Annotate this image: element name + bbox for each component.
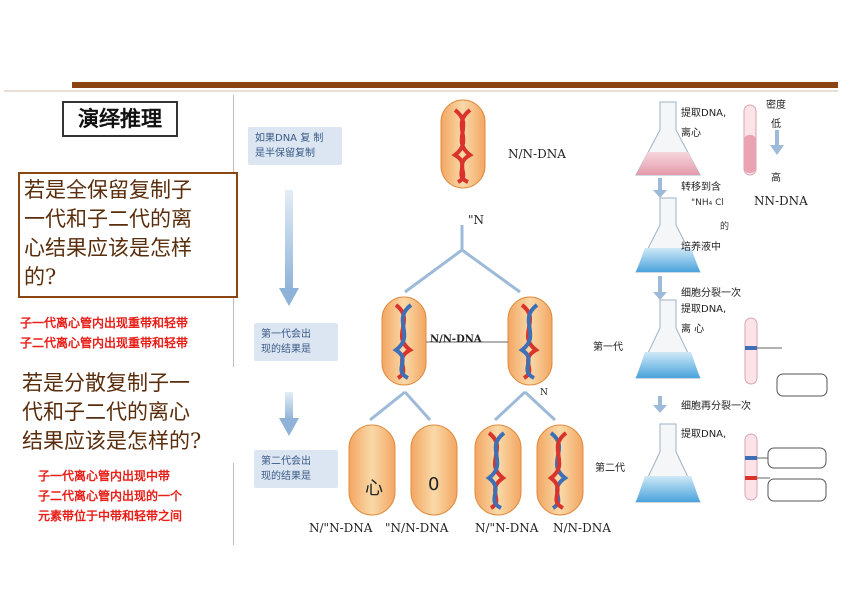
branch-gen1 xyxy=(404,225,521,294)
flow-arrow-1 xyxy=(279,190,299,306)
flask-3 xyxy=(635,299,701,379)
label-extract-2: 提取DNA, 离 心 xyxy=(681,304,727,335)
label-glyph-a: 心 xyxy=(365,478,383,499)
transfer-arrow xyxy=(653,178,667,198)
top-divider-bar xyxy=(72,82,838,88)
gen2-cell-2 xyxy=(410,424,458,516)
label-hybrid-dna: N/N-DNA xyxy=(430,334,482,345)
divide-arrow-2 xyxy=(653,396,667,413)
branch-gen2-left xyxy=(369,390,432,422)
column-divider xyxy=(233,95,234,545)
flask-2 xyxy=(635,197,701,273)
label-glyph-b: 0 xyxy=(428,474,440,495)
label-density: 密度 xyxy=(766,100,786,111)
gen1-cell-left xyxy=(381,296,427,386)
gen1-cell-right xyxy=(507,296,553,386)
label-n14-mid: N xyxy=(540,388,548,398)
label-gen2-tag: 第二代 xyxy=(595,463,625,474)
gen2-cell-3 xyxy=(474,424,522,516)
gen2-cell-4 xyxy=(536,424,584,516)
gen2-answer-box-b[interactable] xyxy=(767,478,827,502)
divide-arrow-1 xyxy=(653,276,667,300)
label-divide-1: 细胞分裂一次 xyxy=(681,288,741,299)
label-low: 低 xyxy=(771,119,781,130)
branch-gen2-right xyxy=(493,390,557,422)
gen2-cell-1 xyxy=(348,424,396,516)
parent-cell xyxy=(440,99,486,189)
tube-1 xyxy=(743,104,757,176)
density-arrow xyxy=(770,130,784,155)
slide-title: 演绎推理 xyxy=(62,101,178,137)
label-high: 高 xyxy=(771,173,781,184)
answer-full-conservative: 子一代离心管内出现重带和轻带 子二代离心管内出现重带和轻带 xyxy=(20,316,189,350)
label-divide-2: 细胞再分裂一次 xyxy=(681,401,751,412)
answer-dispersive: 子一代离心管内出现中带 子二代离心管内出现的一个 元素带位于中带和轻带之间 xyxy=(38,469,183,523)
flow-arrow-2 xyxy=(279,392,299,436)
tube-2 xyxy=(744,317,758,385)
label-gen1-tag: 第一代 xyxy=(593,342,623,353)
gen2-answer-box-a[interactable] xyxy=(767,447,827,469)
label-transfer-2: "NH₄ Cl xyxy=(691,198,724,208)
gen1-answer-box[interactable] xyxy=(776,373,828,397)
flask-4 xyxy=(635,423,701,503)
question-dispersive: 若是分散复制子一 代和子二代的离心 结果应该是怎样的? xyxy=(18,367,240,463)
label-n14-top: "N xyxy=(468,213,485,227)
step-gen1-result: 第一代会出 现的结果是 xyxy=(254,323,338,361)
label-extract-1: 提取DNA, 离心 xyxy=(681,108,727,139)
step-gen2-result: 第二代会出 现的结果是 xyxy=(254,450,338,488)
label-gen2-a: N/"N-DNA xyxy=(309,521,373,535)
label-transfer-3: 的 xyxy=(720,222,730,232)
label-gen2-b: "N/N-DNA xyxy=(385,521,449,535)
step-hypothesis: 如果DNA 复 制 是半保留复制 xyxy=(248,127,342,165)
label-gen2-c: N/"N-DNA xyxy=(475,521,539,535)
label-extract-3: 提取DNA, xyxy=(681,429,727,440)
label-nn-dna: NN-DNA xyxy=(754,194,808,208)
label-parent-dna: N/N-DNA xyxy=(508,147,566,161)
flask-1 xyxy=(635,101,701,176)
label-transfer-4: 培养液中 xyxy=(681,242,721,253)
question-full-conservative: 若是全保留复制子 一代和子二代的离 心结果应该是怎样 的? xyxy=(18,172,238,298)
label-gen2-d: N/N-DNA xyxy=(553,521,611,535)
label-transfer-1: 转移到含 xyxy=(681,182,721,193)
top-divider-line xyxy=(4,90,838,92)
tube-3 xyxy=(744,433,758,501)
